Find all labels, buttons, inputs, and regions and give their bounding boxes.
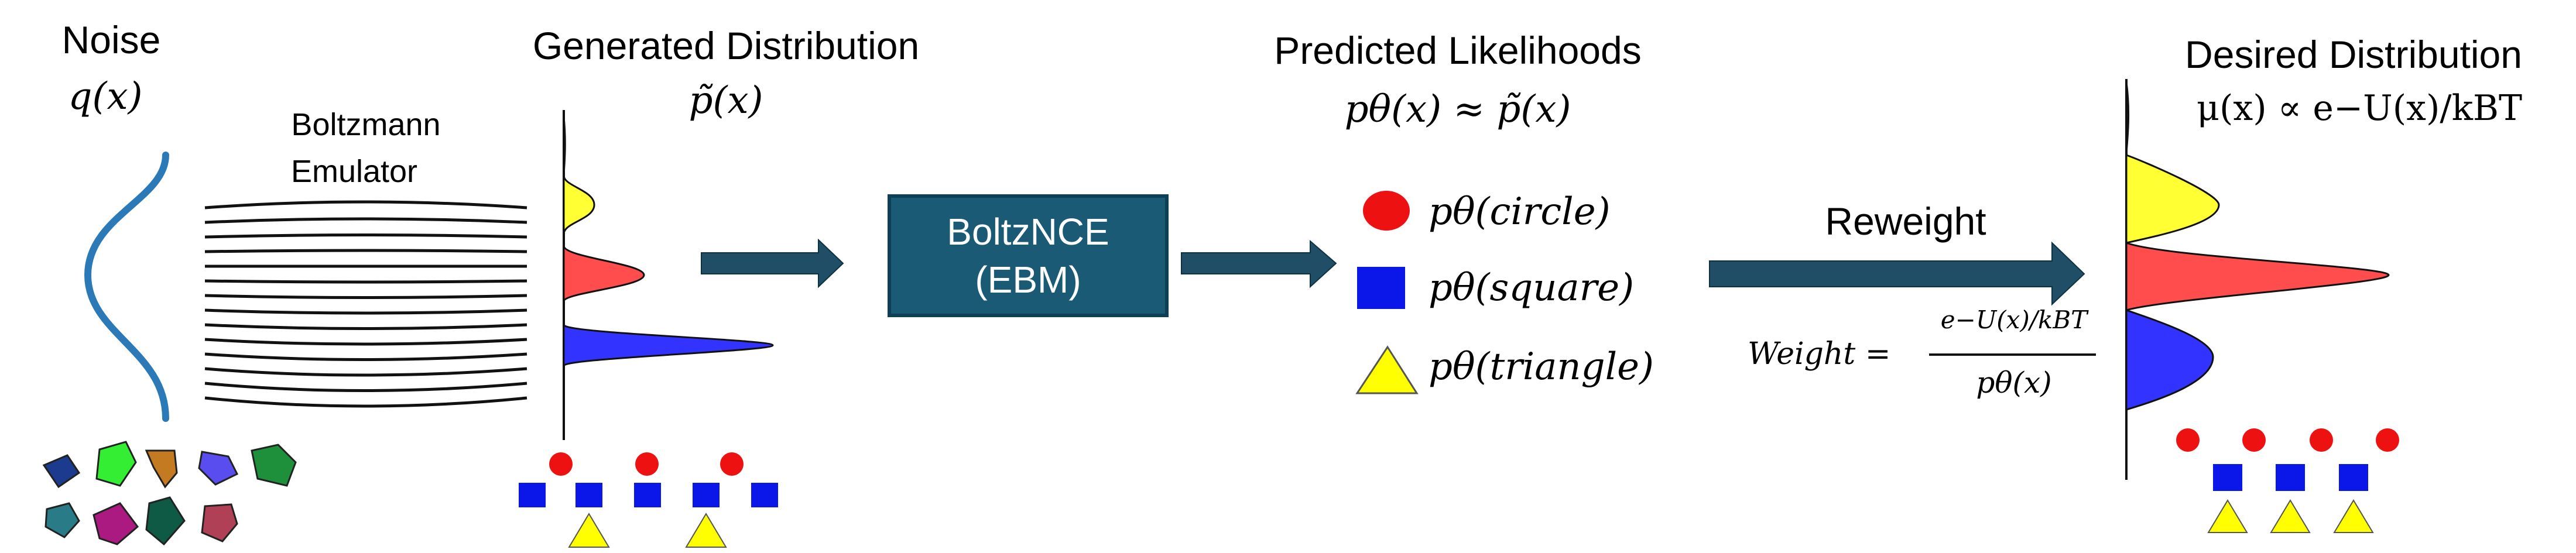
emulator-label-line2: Emulator [290,154,418,189]
noise-shape-darkgreen [145,496,186,546]
gen-circle-1 [549,452,573,476]
desired-formula: μ(x) ∝ e−U(x)/kBT [2196,88,2523,129]
noise-shape-forestgreen [251,444,297,487]
desired-yellow-peak [2125,153,2220,244]
des-circle-4 [2376,428,2399,452]
gen-circle-2 [635,452,659,476]
predicted-formula: pθ(x) ≈ p̃(x) [1344,88,1571,131]
arrow-reweight [1709,241,2085,306]
weight-numerator: e−U(x)/kBT [1940,305,2088,334]
predicted-title: Predicted Likelihoods [1274,29,1642,72]
likelihood-square-icon [1357,267,1405,309]
desired-outline [2125,81,2130,468]
arrow-to-likelihoods [1181,239,1337,288]
des-square-1 [2213,464,2242,491]
desired-red-peak [2125,241,2390,312]
flow-arrows [701,238,2085,306]
ebm-box-line2: (EBM) [975,259,1081,301]
generated-distribution-plot [563,110,774,440]
noise-title: Noise [61,18,161,61]
noise-molecule-shapes [42,441,297,546]
desired-blue-peak [2125,308,2214,411]
gen-triangle-1 [568,513,610,548]
likelihood-circle-icon [1363,191,1410,231]
gen-triangle-2 [685,513,727,548]
generated-title: Generated Distribution [532,24,920,67]
weight-lhs: Weight = [1748,336,1891,372]
gen-square-3 [634,483,661,507]
arrow-to-ebm [701,238,844,288]
boltznce-ebm-box: BoltzNCE (EBM) [888,194,1169,317]
des-triangle-3 [2333,499,2374,533]
des-square-2 [2276,464,2305,491]
desired-samples [2176,428,2399,533]
generated-yellow-peak [563,175,595,235]
noise-shape-brown [145,449,178,489]
generated-outline [563,116,566,433]
gen-square-5 [751,483,778,507]
des-circle-2 [2242,428,2266,452]
gen-square-2 [576,483,602,507]
gen-square-1 [519,483,546,507]
noise-shape-violet [198,451,239,486]
noise-shape-magenta [93,502,139,545]
gen-circle-3 [720,452,744,476]
emulator-label-line1: Boltzmann [291,107,441,142]
des-circle-3 [2310,428,2333,452]
emulator-flow-lines [204,200,527,408]
des-triangle-2 [2270,499,2311,533]
generated-samples [519,452,778,548]
likelihood-triangle: pθ(triangle) [1429,345,1654,389]
reweight-label: Reweight [1825,200,1986,243]
ebm-box-line1: BoltzNCE [947,211,1109,253]
generated-red-peak [563,245,645,302]
weight-denominator: pθ(x) [1976,366,2052,400]
desired-distribution-plot [2125,79,2390,480]
likelihood-circle: pθ(circle) [1429,190,1611,233]
likelihood-square: pθ(square) [1429,266,1635,310]
des-circle-1 [2176,428,2200,452]
generated-blue-peak [563,324,774,367]
noise-shape-green [95,441,137,487]
gen-square-4 [693,483,720,507]
desired-title: Desired Distribution [2185,33,2522,76]
generated-formula: p̃(x) [688,79,763,122]
des-square-3 [2339,464,2368,491]
noise-shape-rose [201,503,238,542]
noise-shape-teal [44,502,80,538]
likelihood-triangle-icon [1355,345,1419,394]
noise-shape-darkblue [42,454,81,489]
noise-gaussian-curve [84,152,169,422]
des-triangle-1 [2207,499,2248,533]
noise-formula: q(x) [68,75,143,118]
